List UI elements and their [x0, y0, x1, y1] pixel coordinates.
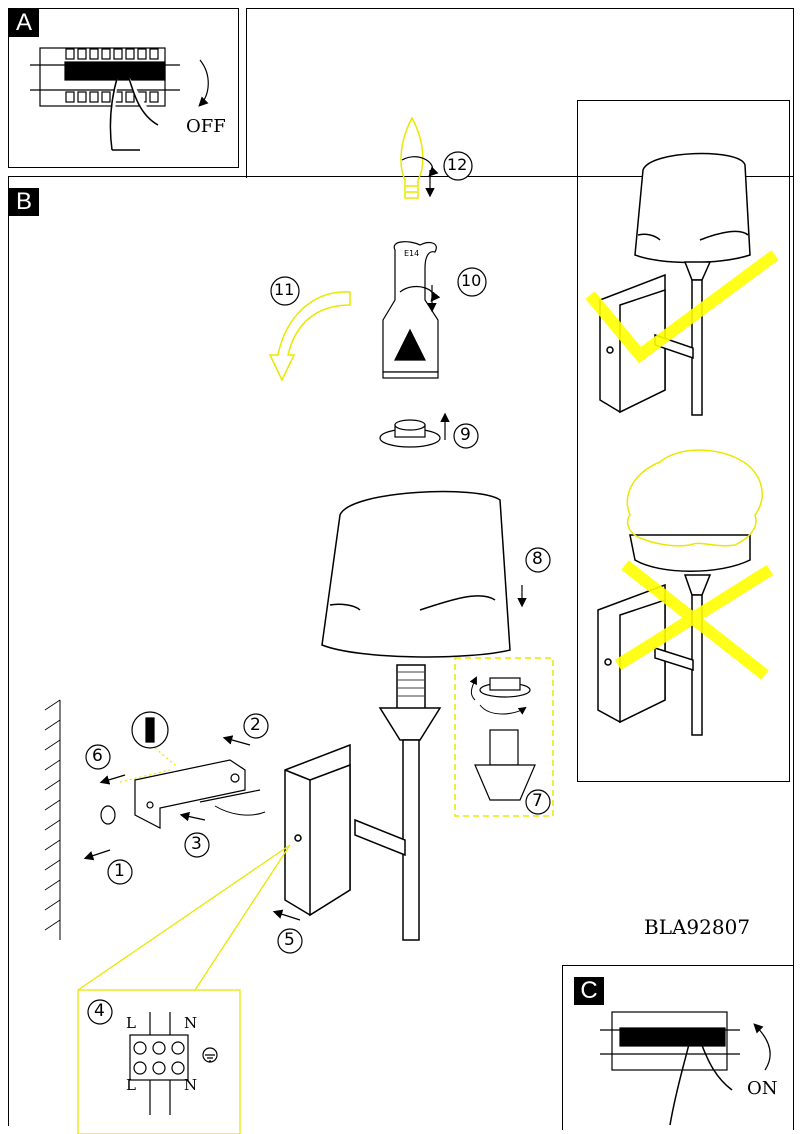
wiring-box: [77, 989, 241, 1134]
breaker-on-illustration: [600, 1011, 771, 1126]
checkmark: [585, 250, 779, 364]
lamp-body: [284, 664, 442, 941]
step-4: 4: [94, 1001, 105, 1021]
rotation-arrow-yellow: [268, 291, 351, 382]
step-1: 1: [114, 861, 125, 881]
socket-parts: [474, 677, 536, 801]
step-12: 12: [447, 155, 468, 174]
lamp-shade: [321, 490, 511, 658]
step-7: 7: [532, 791, 543, 811]
ruffled-shade-yellow: [626, 449, 763, 547]
step-10: 10: [461, 271, 482, 290]
ring-nut: [379, 419, 441, 448]
wiring-n-bottom: N: [184, 1076, 198, 1094]
off-label: OFF: [186, 116, 226, 137]
panel-a: [8, 8, 239, 168]
wiring-n-top: N: [184, 1014, 198, 1032]
candle-bulb: [400, 116, 424, 199]
mounting-bracket: [100, 711, 246, 829]
panel-right-checks: [577, 100, 790, 782]
panel-b-top-extension: [246, 8, 794, 178]
step-5: 5: [284, 930, 295, 950]
step-11: 11: [274, 280, 295, 299]
step-9: 9: [460, 425, 471, 445]
panel-b-badge: B: [9, 188, 39, 216]
panel-b: [8, 176, 794, 1126]
cross-mark: [614, 560, 774, 680]
panel-a-badge: A: [9, 9, 39, 37]
step-2: 2: [250, 715, 261, 735]
panel-c: [562, 965, 794, 1130]
model-code: BLA92807: [644, 915, 751, 939]
socket-label: E14: [404, 249, 420, 258]
breaker-off-illustration: [30, 47, 209, 151]
step-3: 3: [191, 834, 202, 854]
socket-holder: [382, 241, 439, 379]
wall: [44, 699, 61, 940]
step-8: 8: [532, 549, 543, 569]
wiring-l-top: L: [126, 1014, 136, 1032]
step-6: 6: [92, 746, 103, 766]
panel-c-badge: C: [574, 977, 604, 1005]
inset-box: [454, 657, 554, 817]
wiring-l-bottom: L: [126, 1076, 136, 1094]
terminal-block: [129, 1012, 218, 1115]
on-label: ON: [747, 1078, 778, 1099]
step-markers: [85, 151, 551, 1025]
